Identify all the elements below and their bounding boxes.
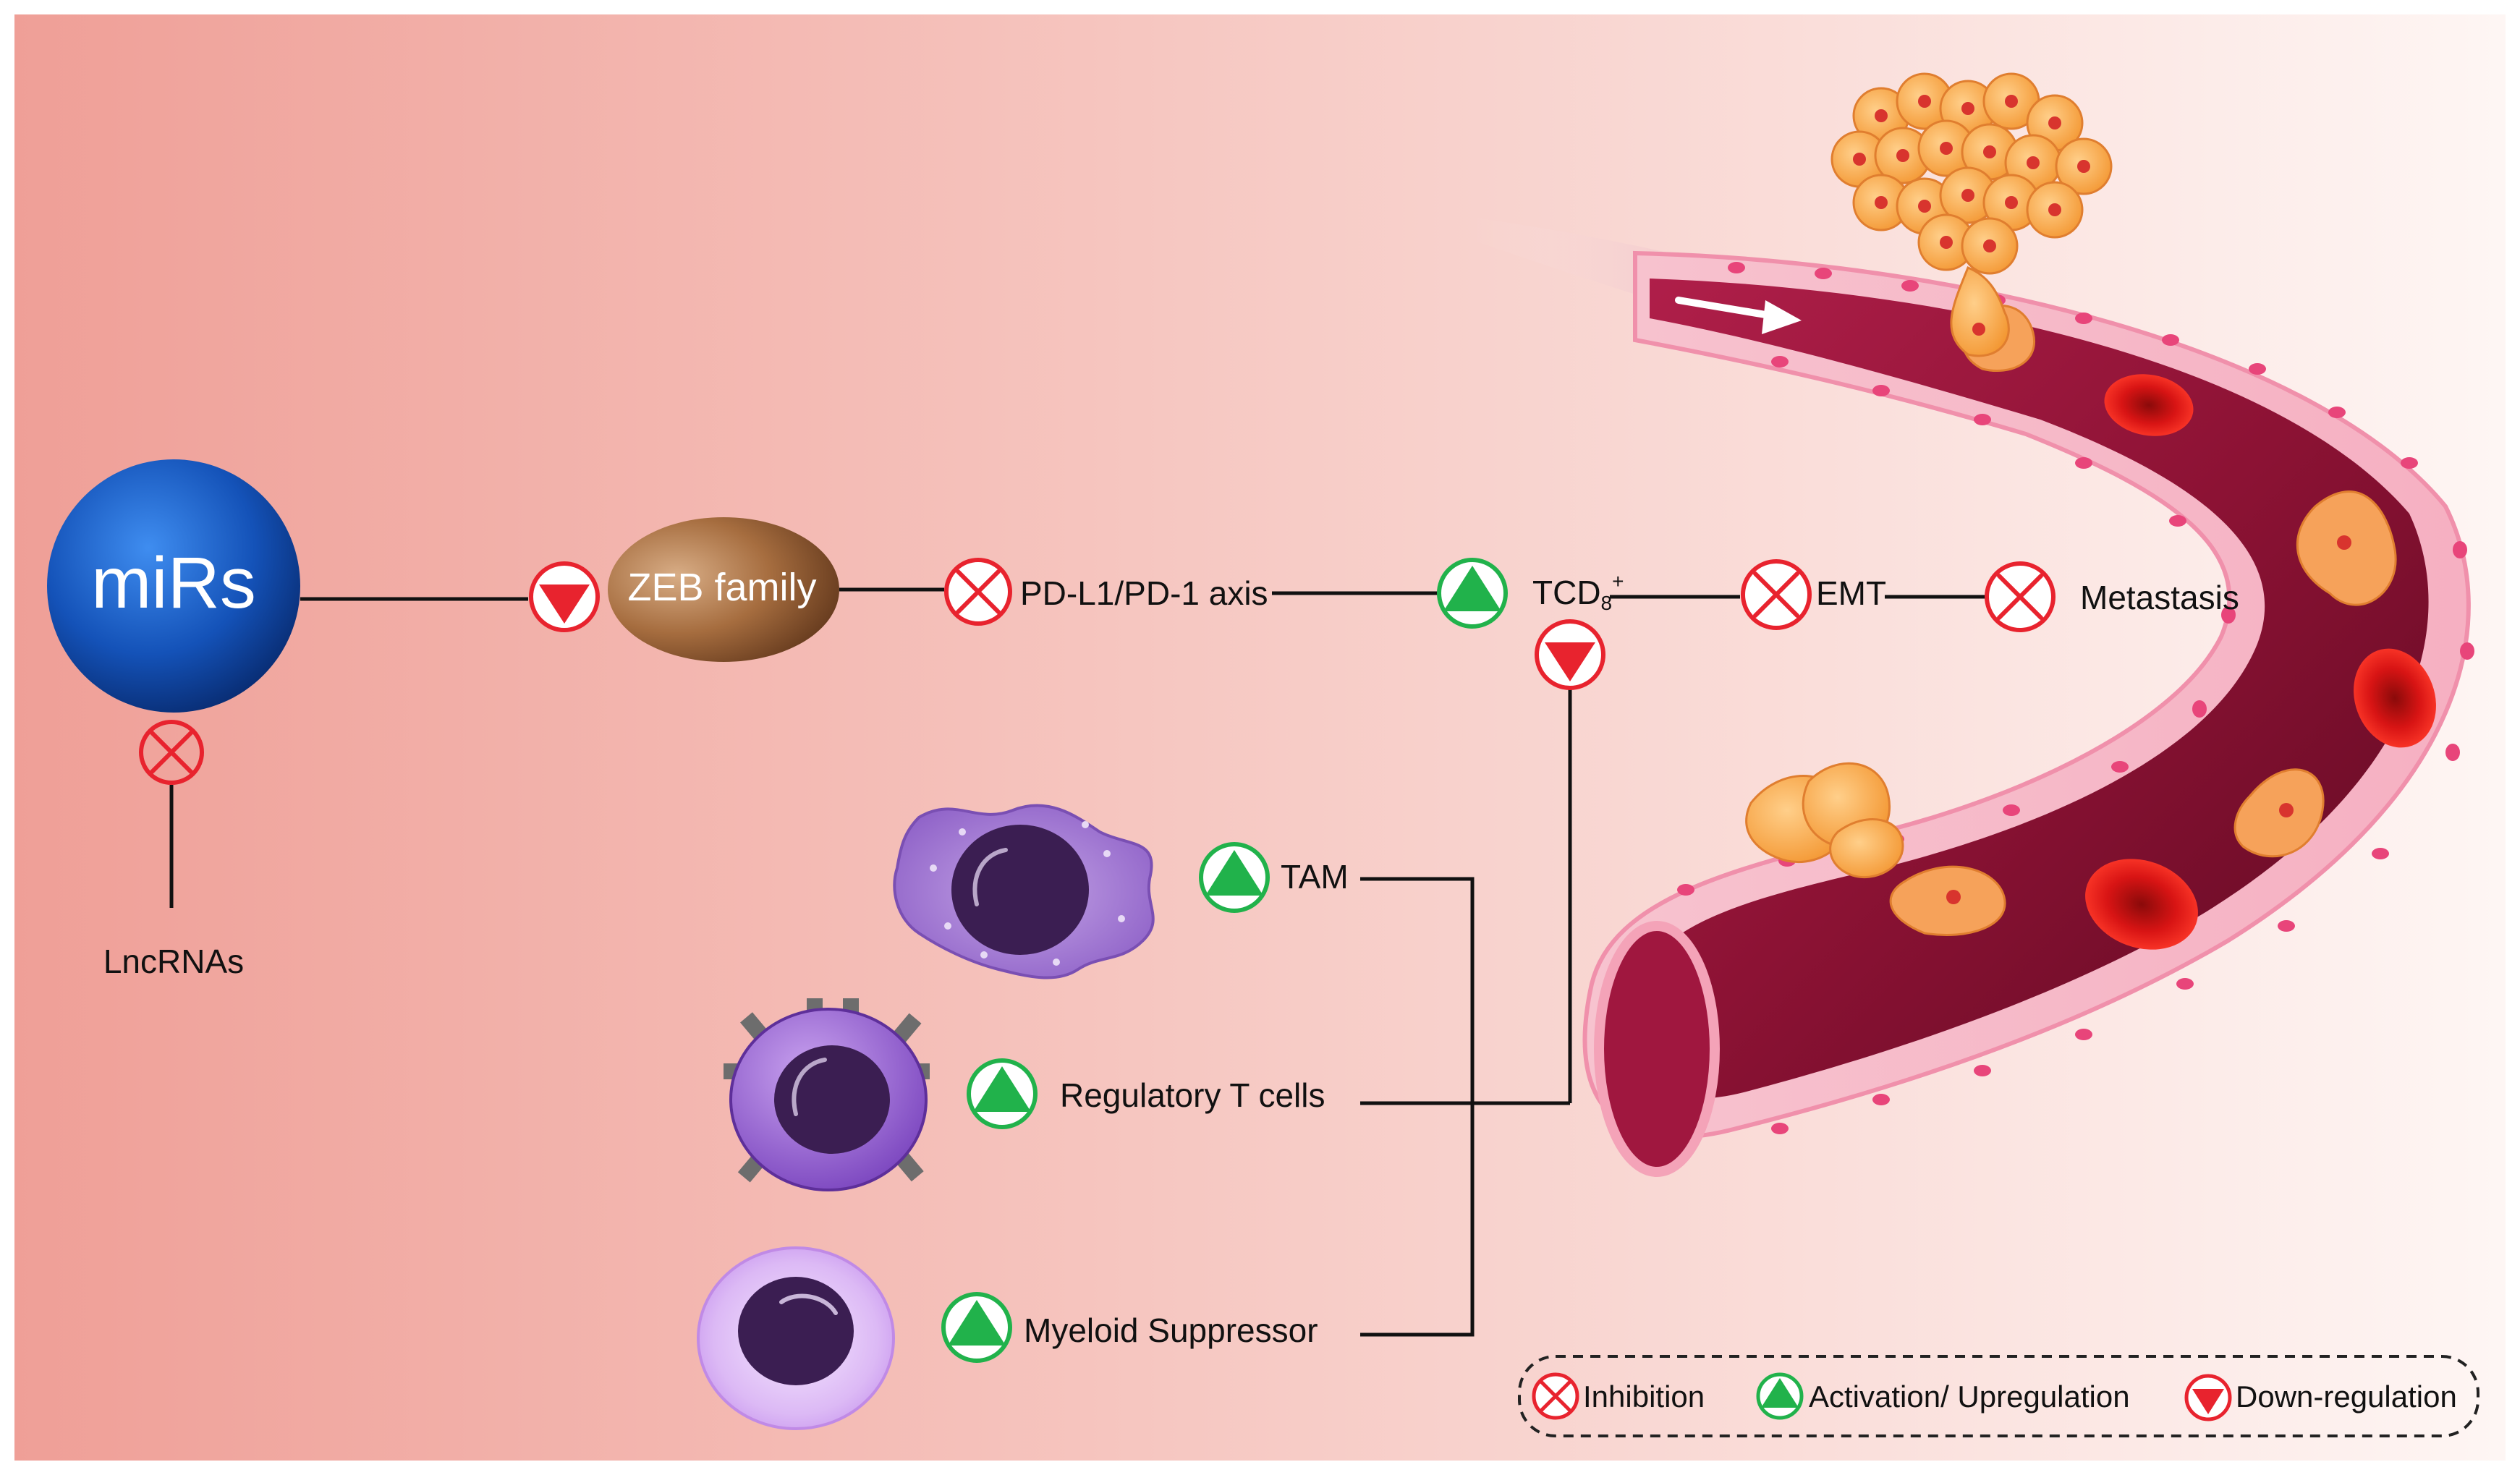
legend: Inhibition Activation/ Upregulation Down…: [1518, 1355, 2479, 1437]
zeb-downregulation-icon: [529, 561, 600, 632]
tcd8-downregulation-icon: [1535, 619, 1605, 690]
extravasating-tumor-cells: [1745, 762, 1904, 879]
emt-label: EMT: [1816, 574, 1886, 612]
mirs-label: miRs: [91, 543, 256, 624]
legend-inhibition-label: Inhibition: [1583, 1380, 1705, 1414]
myeloid-suppressor-illustration: [697, 1246, 895, 1430]
tcd8-activation-icon: [1437, 558, 1508, 629]
flow-arrowhead: [1762, 300, 1802, 334]
treg-activation-icon: [967, 1058, 1038, 1129]
legend-activation-label: Activation/ Upregulation: [1809, 1380, 2130, 1414]
regulatory-t-cell-illustration: [724, 998, 930, 1191]
tam-label: TAM: [1281, 858, 1349, 896]
pdl1-label: PD-L1/PD-1 axis: [1020, 574, 1268, 612]
background-panel: [14, 14, 2506, 1461]
legend-activation-icon: [1756, 1372, 1804, 1420]
circulating-tumor-cells: [1889, 305, 2397, 937]
pdl1-inhibition-icon: [944, 558, 1012, 626]
legend-inhibition-icon: [1532, 1372, 1579, 1420]
mirs-node: [47, 459, 300, 713]
treg-label: Regulatory T cells: [1060, 1076, 1325, 1114]
red-blood-cells: [2085, 374, 2436, 950]
lncrnas-label: LncRNAs: [103, 943, 244, 980]
zeb-family-label: ZEB family: [627, 566, 816, 609]
vessel-opening: [1594, 921, 1720, 1177]
legend-downregulation-label: Down-regulation: [2236, 1380, 2457, 1414]
metastasis-label: Metastasis: [2080, 579, 2239, 616]
tam-cell-illustration: [893, 804, 1155, 979]
myeloid-activation-icon: [941, 1292, 1012, 1363]
zeb-family-node: [608, 517, 839, 662]
emt-inhibition-icon: [1741, 559, 1812, 630]
blood-vessel-illustration: [1469, 72, 2474, 1177]
tumor-nuclei: [1853, 95, 2090, 336]
legend-box: [1518, 1355, 2479, 1437]
myeloid-label: Myeloid Suppressor: [1024, 1312, 1318, 1349]
tam-activation-icon: [1199, 842, 1270, 913]
metastasis-inhibition-icon: [1985, 561, 2056, 632]
lncrnas-inhibition-icon: [139, 720, 204, 785]
tcd8-label: TCD8+: [1532, 570, 1624, 614]
connector-lines: [169, 587, 1986, 1337]
legend-downregulation-icon: [2184, 1374, 2232, 1421]
vessel-lumen: [1629, 279, 2429, 1099]
